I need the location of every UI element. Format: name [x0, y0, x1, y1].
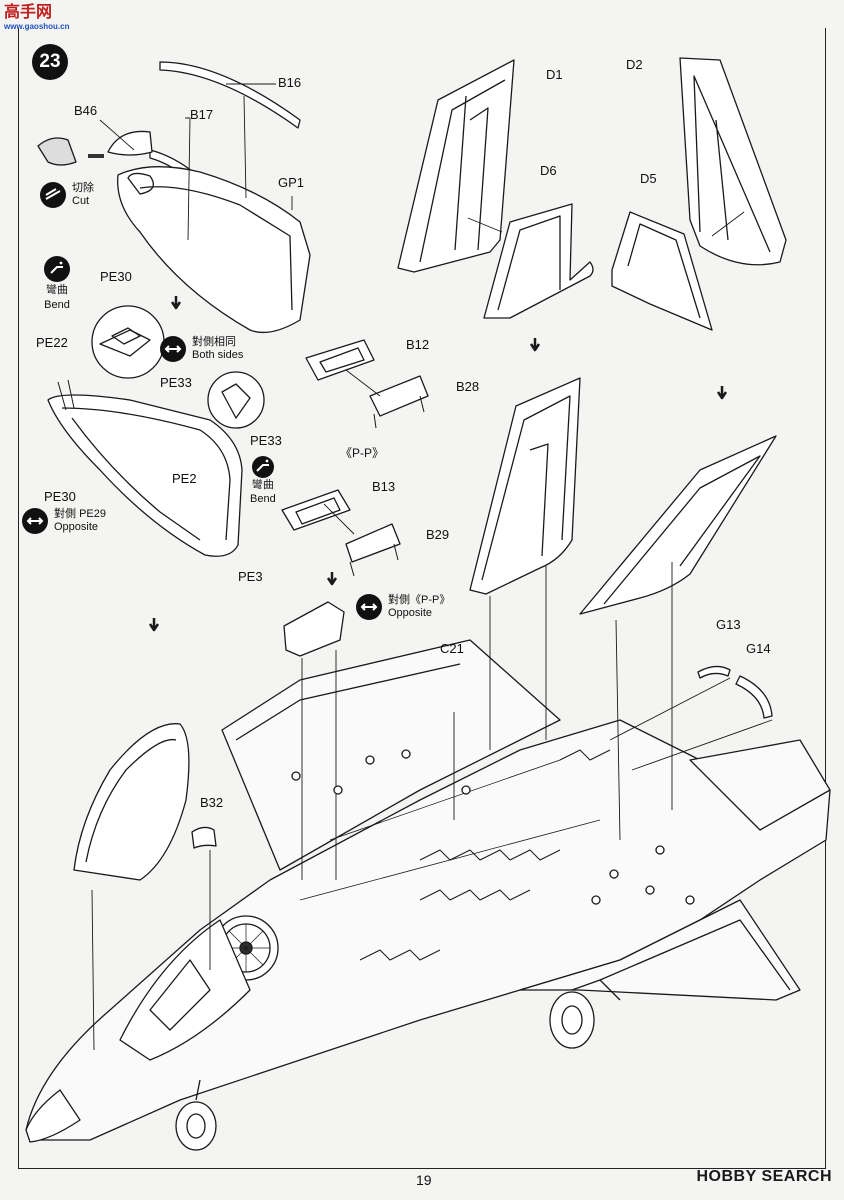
page-frame: [18, 28, 826, 1169]
part-d1: [397, 59, 515, 273]
double-arrow-icon: [22, 508, 48, 534]
part-d2: [679, 57, 787, 266]
double-arrow-icon: [356, 594, 382, 620]
note-opposite: 對側 PE29 Opposite: [22, 508, 106, 534]
label-g14: G14: [746, 641, 771, 656]
part-g14: [735, 675, 773, 719]
label-pp: 《P-P》: [340, 446, 385, 460]
bend-icon: [251, 456, 274, 478]
label-b16: B16: [278, 75, 302, 90]
part-b13: [281, 489, 351, 531]
note-opposite-pp: 對側《P-P》 Opposite: [356, 594, 450, 620]
aircraft-fuselage: [25, 719, 831, 1141]
note-bend: 彎曲 Bend: [44, 256, 70, 312]
label-b29: B29: [426, 527, 450, 542]
label-pe33-detail: PE33: [250, 433, 282, 448]
part-d6: [483, 203, 594, 319]
double-arrow-icon: [160, 336, 186, 362]
aircraft-wing-right: [519, 899, 801, 1001]
part-b29: [345, 523, 401, 563]
part-b46-cut: [37, 137, 77, 166]
part-bay-assembly: [283, 601, 345, 657]
part-tail-fin-right: [579, 435, 777, 615]
watermark-logo: 高手网 www.gaoshou.cn: [4, 4, 70, 31]
part-b16-strip: [159, 61, 301, 129]
label-d6: D6: [540, 163, 557, 178]
part-d5: [611, 211, 713, 331]
note-opposite-en: Opposite: [54, 521, 99, 533]
brand-watermark: HOBBY SEARCH: [696, 1168, 832, 1185]
label-pe2: PE2: [172, 471, 197, 486]
bend-icon: [44, 256, 70, 282]
note-bend-2: 彎曲 Bend: [250, 456, 276, 506]
label-b32: B32: [200, 795, 224, 810]
cut-icon: [40, 182, 66, 208]
note-cut-cn: 切除: [72, 182, 94, 194]
label-b12: B12: [406, 337, 430, 352]
label-pe3: PE3: [238, 569, 263, 584]
label-b17: B17: [190, 107, 214, 122]
part-canopy-glass: [73, 723, 190, 881]
label-b28: B28: [456, 379, 480, 394]
part-g13: [697, 665, 731, 679]
label-c21: C21: [440, 641, 464, 656]
label-pe33: PE33: [160, 375, 192, 390]
note-cut-en: Cut: [72, 195, 90, 207]
label-pe29: PE29: [79, 508, 106, 520]
note-cut: 切除 Cut: [40, 182, 94, 208]
note-bend2-cn: 彎曲: [251, 479, 274, 491]
label-g13: G13: [716, 617, 741, 632]
label-pe30: PE30: [100, 269, 132, 284]
page-number: 19: [416, 1172, 432, 1188]
label-pe30-lower: PE30: [44, 489, 76, 504]
note-bend-cn: 彎曲: [46, 284, 68, 296]
note-both-en: Both sides: [192, 349, 244, 361]
step-number-badge: 23: [32, 44, 68, 80]
part-pe-cockpit-frame: [47, 394, 243, 557]
note-both-sides: 對側相同 Both sides: [160, 336, 243, 362]
part-b32: [191, 826, 217, 849]
label-b46: B46: [74, 103, 98, 118]
note-opp-pp-en: Opposite: [388, 607, 433, 619]
part-b28: [369, 375, 429, 417]
part-b12: [305, 339, 375, 381]
note-bend2-en: Bend: [250, 493, 276, 505]
note-both-cn: 對側相同: [192, 336, 236, 348]
part-tail-fin-left: [469, 377, 581, 595]
label-d1: D1: [546, 67, 563, 82]
note-opp-pp-cn: 對側《P-P》: [388, 594, 451, 606]
part-b46: [107, 130, 153, 156]
label-d5: D5: [640, 171, 657, 186]
label-pe22: PE22: [36, 335, 68, 350]
part-gp1-canopy: [117, 166, 311, 334]
note-bend-en: Bend: [44, 299, 70, 311]
label-gp1: GP1: [278, 175, 305, 190]
aircraft-wing-left: [221, 639, 561, 871]
note-opposite-cn: 對側: [54, 508, 76, 520]
label-b13: B13: [372, 479, 396, 494]
label-d2: D2: [626, 57, 643, 72]
